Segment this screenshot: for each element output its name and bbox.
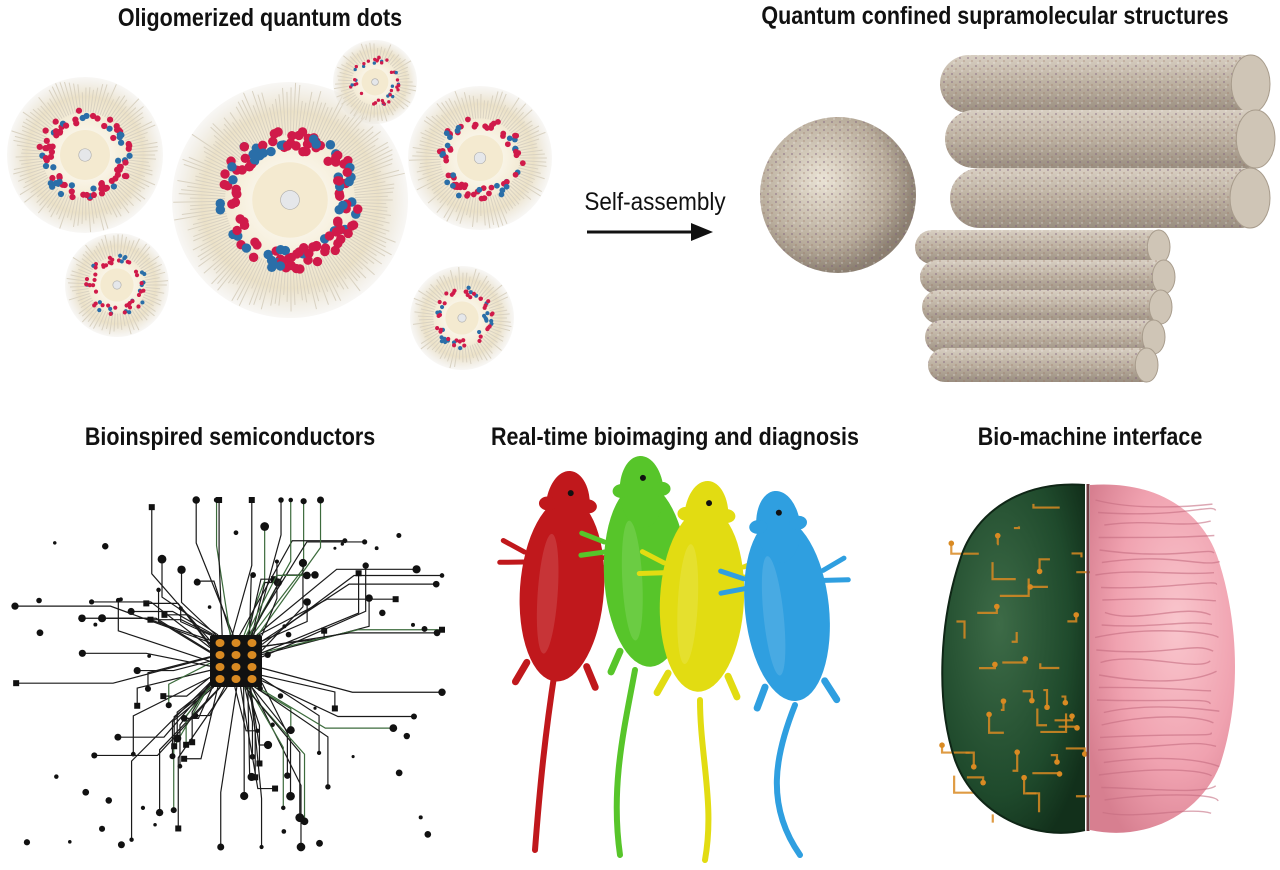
bio-machine-interface-heading: Bio-machine interface (977, 423, 1203, 451)
mouse (718, 490, 851, 858)
nanotube-bundle-large (945, 109, 1276, 169)
brain-circuit-illustration (939, 483, 1235, 834)
nanotube-bundle-small (925, 319, 1166, 355)
nanotube-bundle-small (928, 347, 1159, 383)
brain-circuit-hemisphere (939, 483, 1100, 834)
mouse (497, 470, 630, 853)
quantum-dot-illustration (7, 40, 552, 370)
quantum-dot (410, 266, 514, 370)
supramolecular-sphere (760, 117, 916, 273)
quantum-dot (7, 77, 163, 233)
nanotube-bundle-large (950, 167, 1271, 229)
self-assembly-arrow (587, 223, 713, 241)
mice-bioimaging-illustration (497, 455, 851, 863)
circuit-board-illustration (11, 496, 446, 852)
nanotube-bundle-small (915, 229, 1171, 265)
oligomerized-quantum-dots-heading: Oligomerized quantum dots (117, 4, 403, 32)
quantum-dot (408, 86, 552, 230)
nanotube-bundle-small (920, 259, 1176, 295)
self-assembly-label: Self-assembly (584, 188, 726, 216)
mouse (636, 480, 770, 863)
supramolecular-structures-illustration (760, 54, 1276, 383)
quantum-dot (172, 82, 408, 318)
nanotube-bundle-small (922, 289, 1173, 325)
quantum-dot (333, 40, 417, 124)
supramolecular-structures-heading: Quantum confined supramolecular structur… (761, 2, 1229, 30)
brain-tissue-hemisphere (1090, 484, 1235, 833)
nanotube-bundle-large (940, 54, 1271, 114)
microchip (210, 635, 262, 687)
bioinspired-semiconductors-heading: Bioinspired semiconductors (84, 423, 376, 451)
quantum-dot (65, 233, 169, 337)
bioimaging-heading: Real-time bioimaging and diagnosis (491, 423, 859, 451)
